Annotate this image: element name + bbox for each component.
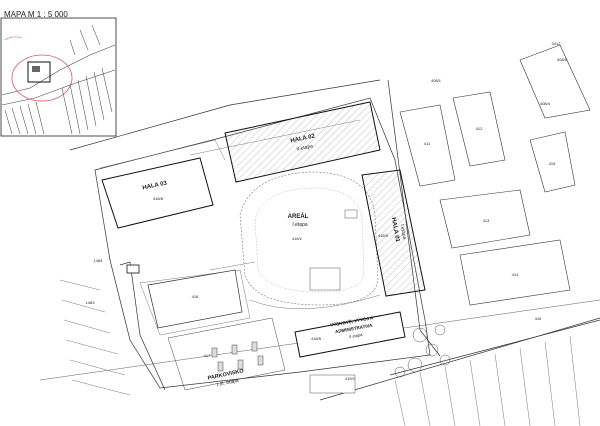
hala-02-stage: II.etapa: [296, 143, 314, 152]
parcel-label: 418/8: [153, 196, 164, 201]
parcel-label: 408/5: [557, 57, 568, 62]
neighbour-buildings: [399, 44, 591, 306]
hala-01-stage: I.etapa: [399, 224, 408, 240]
areal-track: [239, 171, 379, 306]
parcel-label: 415: [549, 161, 556, 166]
inset-map: [0, 17, 117, 137]
vyvoj-stage: II.etapa: [349, 332, 364, 339]
hala-01-building: [361, 169, 426, 297]
parcel-label: 418/1: [292, 236, 303, 241]
parcel-label: 1484: [94, 258, 104, 263]
parcel-label: 418: [192, 294, 199, 299]
areal-label: AREÁL: [288, 213, 309, 220]
parcel-label: 418/9: [378, 233, 389, 238]
trees: [394, 324, 451, 378]
parking-stage: I./II. etapa: [216, 378, 239, 389]
hala-03-building: [101, 157, 214, 229]
parcel-label: 1483: [86, 300, 96, 305]
parcel-label: 419/1: [345, 376, 356, 381]
parcel-label: 408/4: [540, 101, 551, 106]
parking-area: [167, 317, 286, 391]
inset-map-title: MAPA M 1 : 5 000: [4, 10, 68, 19]
admin-building: [294, 311, 406, 358]
areal-stage: I.etapa: [292, 222, 308, 228]
parcel-label: 418/5: [311, 336, 322, 341]
parcel-label: 412: [476, 126, 483, 131]
lower-hall: [147, 269, 243, 329]
hala-02-label: HALA 02: [290, 133, 316, 144]
parcel-label: 408/1: [431, 78, 442, 83]
parcel-label: 414: [512, 272, 519, 277]
parcel-label: 416: [535, 316, 542, 321]
small-object: [126, 264, 140, 274]
parcel-label: 417: [204, 353, 211, 358]
hala-02-building: [224, 101, 381, 183]
parcel-label: 411: [424, 141, 431, 146]
parcel-label: 413: [483, 218, 490, 223]
vyvoj-label-2: ADMINISTRATIVA: [335, 323, 374, 335]
hala-01-label: HALA 01: [390, 217, 400, 243]
parcel-label: 3412: [552, 41, 562, 46]
hala-03-label: HALA 03: [142, 180, 168, 191]
